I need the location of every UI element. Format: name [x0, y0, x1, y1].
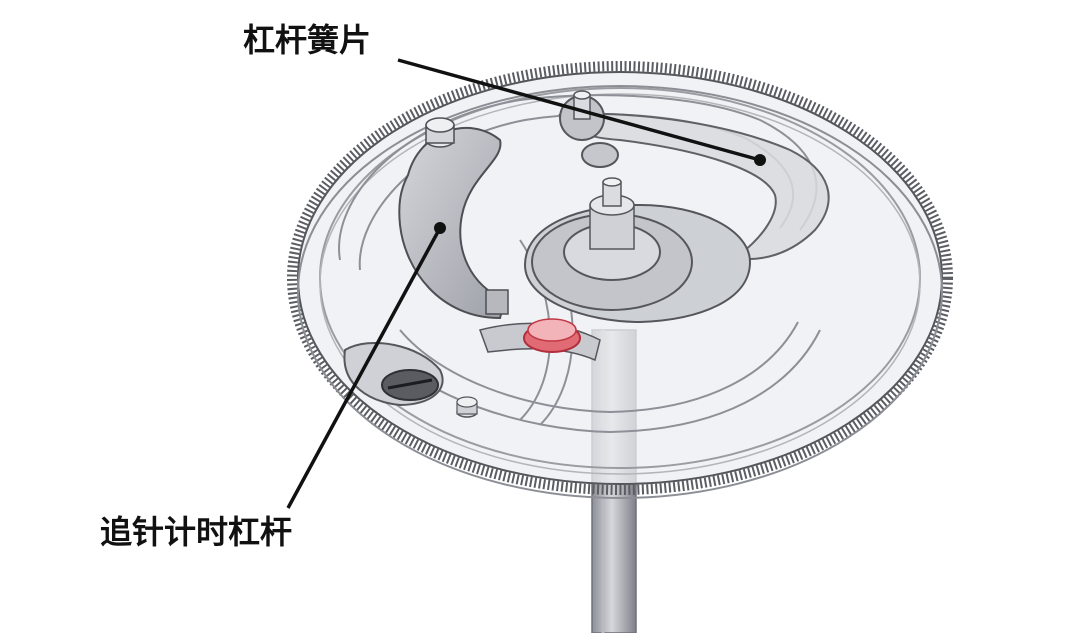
- leader-dot-lever: [434, 222, 446, 234]
- leader-line-lever: [286, 227, 442, 509]
- leader-line-spring: [397, 58, 761, 162]
- leader-dot-spring: [754, 154, 766, 166]
- leader-lines: [286, 58, 761, 509]
- label-split-seconds-lever: 追针计时杠杆: [100, 513, 293, 551]
- center-hub: [523, 177, 752, 324]
- label-lever-spring: 杠杆簧片: [243, 21, 372, 59]
- red-pallet-highlight: [523, 318, 581, 353]
